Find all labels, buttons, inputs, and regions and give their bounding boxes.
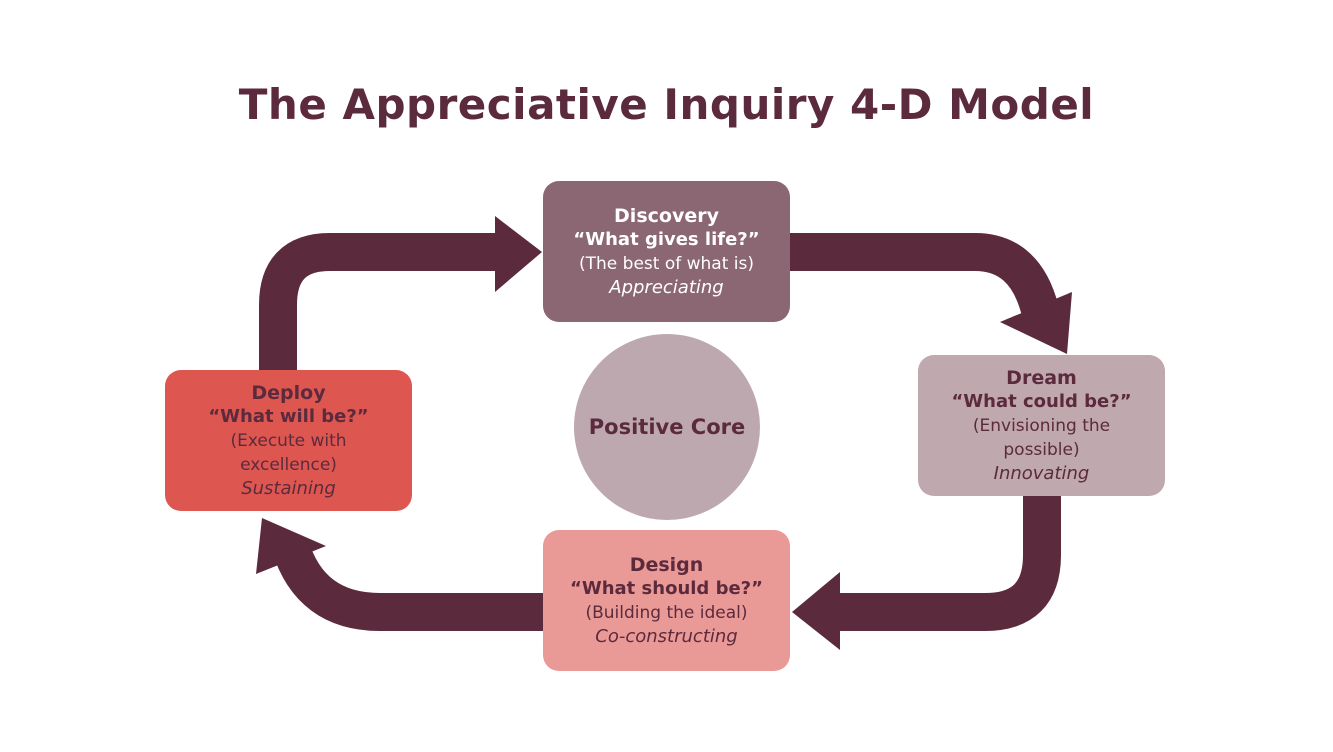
stage-design: Design “What should be?” (Building the i… [543, 530, 790, 671]
stage-name: Discovery [614, 204, 719, 227]
stage-name: Design [629, 553, 704, 576]
stage-discovery: Discovery “What gives life?” (The best o… [543, 181, 790, 322]
arrow-dream-to-design [835, 490, 1061, 631]
stage-dream: Dream “What could be?” (Envisioning the … [918, 355, 1165, 496]
positive-core-circle: Positive Core [574, 334, 760, 520]
stage-action: Appreciating [609, 276, 724, 298]
diagram-title: The Appreciative Inquiry 4-D Model [238, 80, 1095, 129]
arrow-discovery-to-dream [785, 233, 1059, 316]
positive-core-label: Positive Core [588, 415, 746, 439]
stage-question: “What could be?” [951, 390, 1132, 412]
arrowhead-discovery [495, 216, 542, 292]
stage-name: Deploy [251, 381, 326, 404]
stage-description: (Building the ideal) [585, 602, 748, 623]
arrow-design-to-deploy [271, 538, 548, 631]
stage-question: “What will be?” [208, 405, 369, 427]
stage-description: (Envisioning the possible) [972, 415, 1111, 460]
arrowhead-design [792, 572, 840, 650]
stage-action: Co-constructing [595, 625, 738, 647]
stage-question: “What should be?” [570, 577, 763, 599]
stage-name: Dream [1006, 366, 1077, 389]
stage-description: (Execute with excellence) [230, 430, 347, 475]
stage-question: “What gives life?” [573, 228, 760, 250]
stage-action: Innovating [993, 462, 1090, 484]
arrowhead-dream [1000, 292, 1072, 354]
stage-deploy: Deploy “What will be?” (Execute with exc… [165, 370, 412, 511]
stage-description: (The best of what is) [579, 253, 754, 274]
arrowhead-deploy [256, 518, 326, 574]
arrow-deploy-to-discovery [259, 233, 500, 380]
stage-action: Sustaining [241, 477, 336, 499]
